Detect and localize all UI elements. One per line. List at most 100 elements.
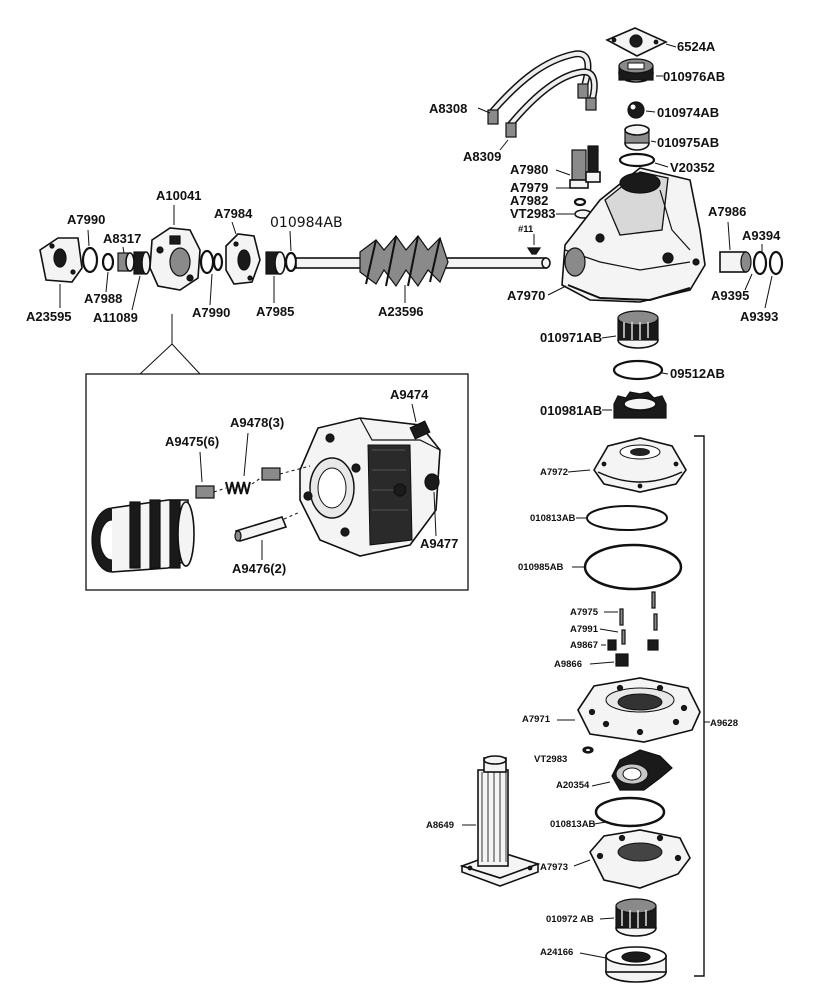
label-A7970: A7970 <box>507 288 545 303</box>
label-A7984: A7984 <box>214 206 253 221</box>
plug-A9474 <box>409 420 431 440</box>
washer-A7982 <box>573 197 587 207</box>
plug-010976AB <box>618 58 654 83</box>
label-010971AB: 010971AB <box>540 330 602 345</box>
ring-A7990b <box>199 249 215 275</box>
label-A9478: A9478(3) <box>230 415 284 430</box>
label-A7982: A7982 <box>510 193 548 208</box>
valve-fittings-A7980 <box>569 145 601 189</box>
ring-small <box>212 252 224 272</box>
label-A7988: A7988 <box>84 291 122 306</box>
label-010972AB: 010972 AB <box>546 914 594 925</box>
pins-A7975 <box>619 591 658 645</box>
plug-A9477 <box>424 473 440 491</box>
piston-A9476 <box>234 516 288 542</box>
label-VT2983b: VT2983 <box>534 754 567 765</box>
ring-010985AB <box>583 543 683 591</box>
race-A24166 <box>605 946 667 983</box>
label-A9867: A9867 <box>570 640 598 651</box>
ring-A7988 <box>101 252 115 272</box>
nut-A8317 <box>117 252 135 272</box>
label-A23596: A23596 <box>378 304 424 319</box>
ring-A7990a <box>81 246 99 274</box>
ring-010984AB <box>284 251 298 273</box>
blocks-A9867 <box>607 639 659 651</box>
label-A9476: A9476(2) <box>232 561 286 576</box>
spring-A9478 <box>195 467 281 499</box>
gear-stack <box>91 499 195 573</box>
label-A8309: A8309 <box>463 149 501 164</box>
bearing-010972AB <box>615 898 657 937</box>
label-VT2983: VT2983 <box>510 206 556 221</box>
label-V20352: V20352 <box>670 160 715 175</box>
ring-A9395 <box>752 250 768 276</box>
ring-010813ABa <box>586 505 668 531</box>
label-A7975: A7975 <box>570 607 599 618</box>
bearing-A7986 <box>719 251 752 273</box>
label-A8308: A8308 <box>429 101 467 116</box>
label-no11: #11 <box>518 224 534 235</box>
label-A7980: A7980 <box>510 162 548 177</box>
label-A7979: A7979 <box>510 180 548 195</box>
key-11 <box>526 247 542 255</box>
label-A9477: A9477 <box>420 536 458 551</box>
ring-010813ABb <box>594 796 666 828</box>
label-A10041: A10041 <box>156 188 202 203</box>
worm-shaft-A23596 <box>295 235 551 288</box>
block-A9866 <box>615 653 629 667</box>
cap-A7984 <box>225 233 261 285</box>
label-6524A: 6524A <box>677 39 716 54</box>
ball-010974AB <box>627 101 645 119</box>
label-A9394: A9394 <box>742 228 781 243</box>
label-A23595: A23595 <box>26 309 72 324</box>
bearing-A7985 <box>265 251 286 275</box>
body-A10041 <box>149 227 201 291</box>
label-A7991: A7991 <box>570 624 599 635</box>
gear-A20354 <box>611 749 673 791</box>
label-010813ABb: 010813AB <box>550 819 596 830</box>
inset-box <box>85 373 469 591</box>
label-A9474: A9474 <box>390 387 429 402</box>
label-A7971: A7971 <box>522 714 551 725</box>
label-A20354: A20354 <box>556 780 590 791</box>
end-cap-A23595 <box>39 237 83 283</box>
label-010984AB: 010984AB <box>270 215 343 231</box>
label-A7985: A7985 <box>256 304 294 319</box>
flange-A7971 <box>577 677 701 743</box>
housing-A7970 <box>561 167 706 303</box>
flange-A7973 <box>589 829 691 889</box>
label-09512AB: 09512AB <box>670 366 725 381</box>
label-010985AB: 010985AB <box>518 562 564 573</box>
shaft-A8649 <box>459 755 541 887</box>
label-A7990b: A7990 <box>192 305 230 320</box>
label-A8317: A8317 <box>103 231 141 246</box>
label-A9628: A9628 <box>710 718 738 729</box>
label-010813ABa: 010813AB <box>530 513 576 524</box>
label-A7972: A7972 <box>540 467 568 478</box>
bearing-010971AB <box>617 310 659 349</box>
label-A9866: A9866 <box>554 659 582 670</box>
cover-A7972 <box>593 437 687 493</box>
gear-010981AB <box>613 391 667 419</box>
label-010974AB: 010974AB <box>657 105 719 120</box>
label-A9393: A9393 <box>740 309 778 324</box>
ring-A9393 <box>768 250 784 276</box>
ring-09512AB <box>612 359 664 381</box>
label-A11089: A11089 <box>93 310 138 325</box>
seat-010975AB <box>624 124 650 151</box>
label-A24166: A24166 <box>540 947 573 958</box>
label-A7990a: A7990 <box>67 212 105 227</box>
label-A9475: A9475(6) <box>165 434 219 449</box>
label-A9395: A9395 <box>711 288 749 303</box>
label-A7973: A7973 <box>540 862 568 873</box>
tubes-A8308-A8309 <box>487 50 598 138</box>
label-010976AB: 010976AB <box>663 69 725 84</box>
label-A8649: A8649 <box>426 820 454 831</box>
label-A7986: A7986 <box>708 204 746 219</box>
inset-housing <box>299 417 441 557</box>
label-010981AB: 010981AB <box>540 403 602 418</box>
bearing-A11089 <box>133 251 151 275</box>
oring-V20352 <box>618 152 656 168</box>
cover-plate-6524A <box>605 27 668 57</box>
